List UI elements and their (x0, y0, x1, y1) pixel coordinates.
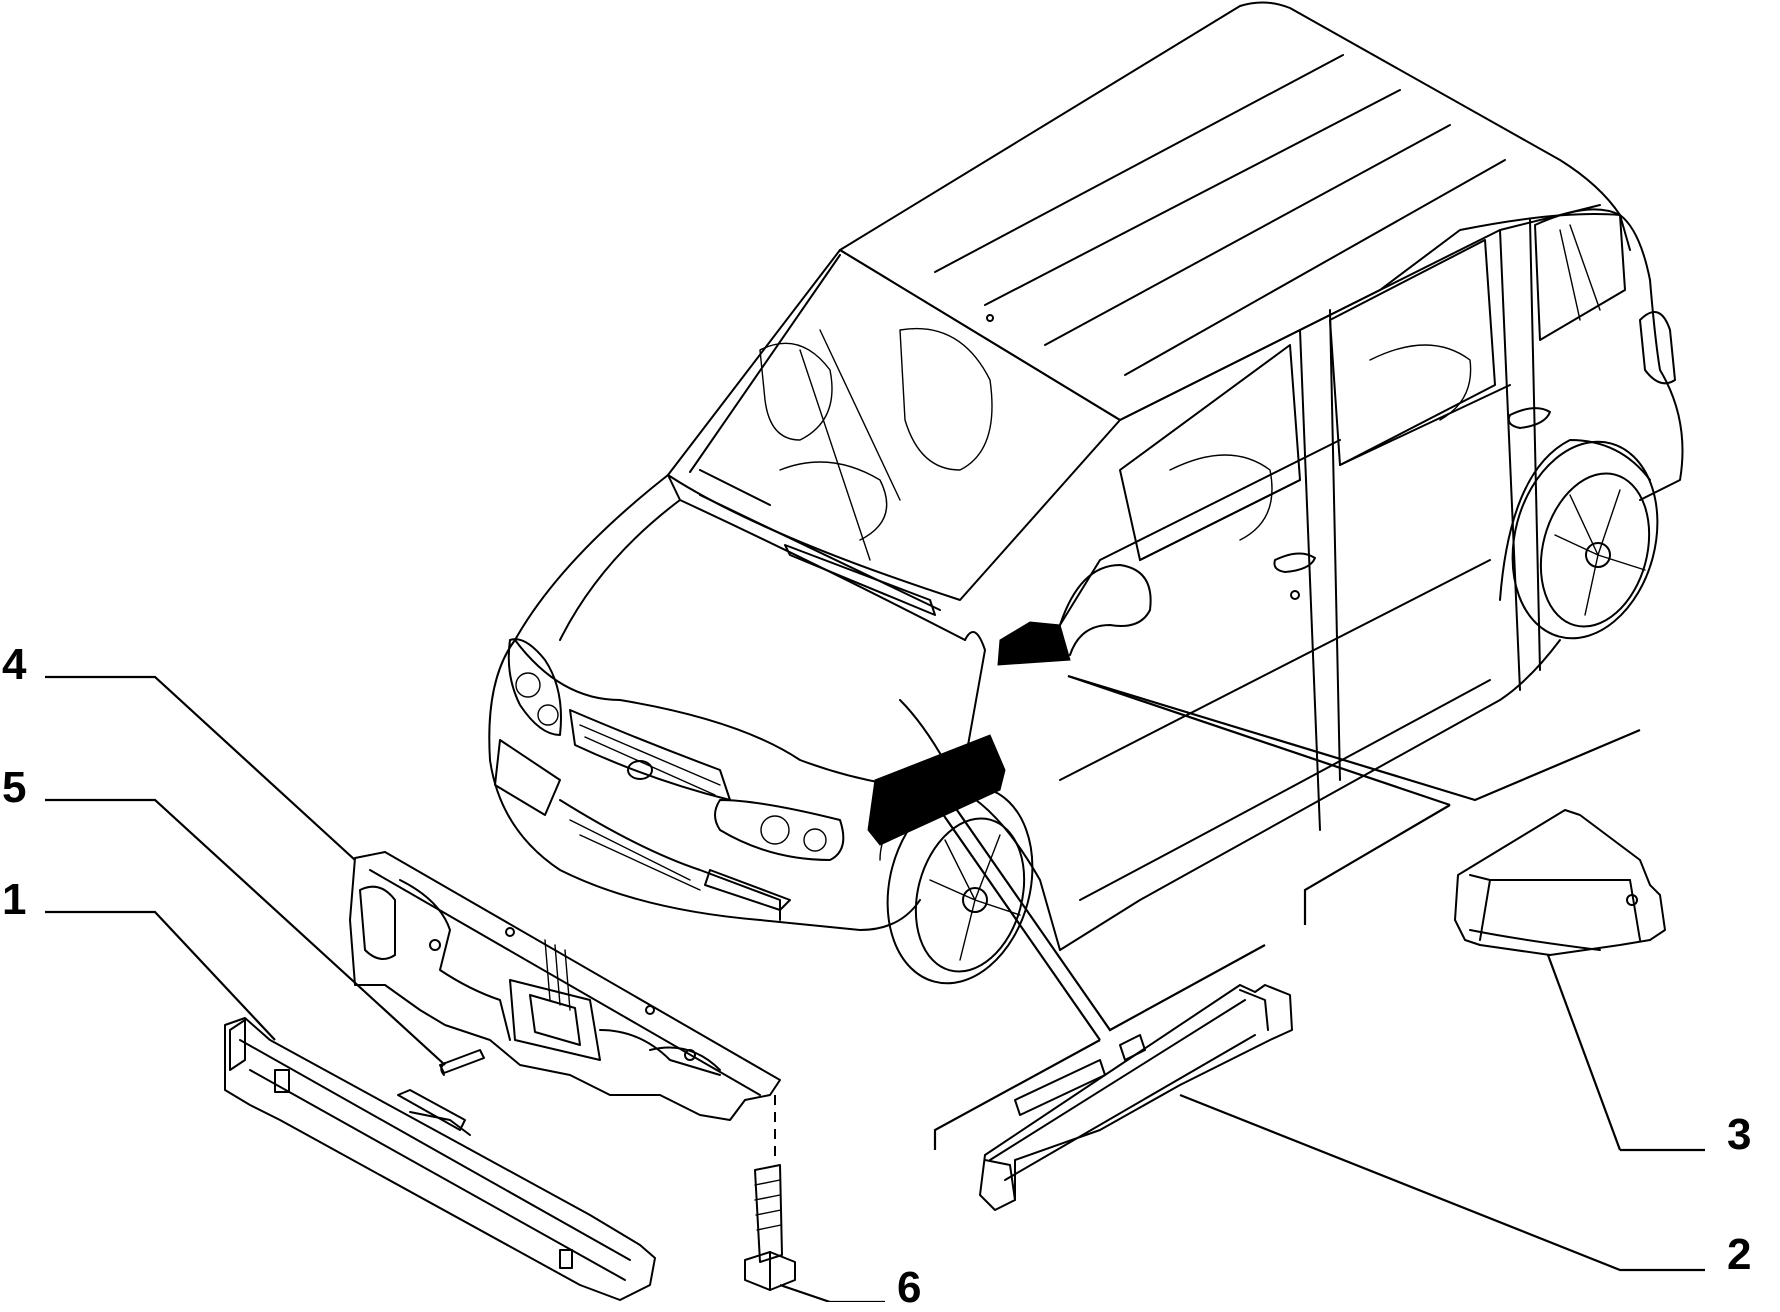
rear-wheel (1499, 439, 1659, 640)
part-3-bracket (1454, 809, 1666, 956)
part-5-screw (439, 1049, 485, 1076)
pillar-bracket-highlight (997, 621, 1071, 666)
callout-3: 3 (1727, 1110, 1752, 1159)
callout-1: 1 (2, 875, 27, 924)
callout-4: 4 (2, 640, 27, 689)
part-4-front-crossmember (349, 851, 781, 1121)
callout-2: 2 (1727, 1230, 1752, 1279)
callout-6: 6 (897, 1263, 922, 1312)
callout-5: 5 (2, 763, 27, 812)
part-2-side-rail (979, 984, 1293, 1211)
part-6-bolt (744, 1095, 796, 1291)
leader-lines (45, 674, 1705, 1302)
car-illustration (488, 1, 1684, 985)
part-1-bumper-beam (224, 1017, 656, 1301)
fender-insert-highlight (867, 734, 1006, 846)
